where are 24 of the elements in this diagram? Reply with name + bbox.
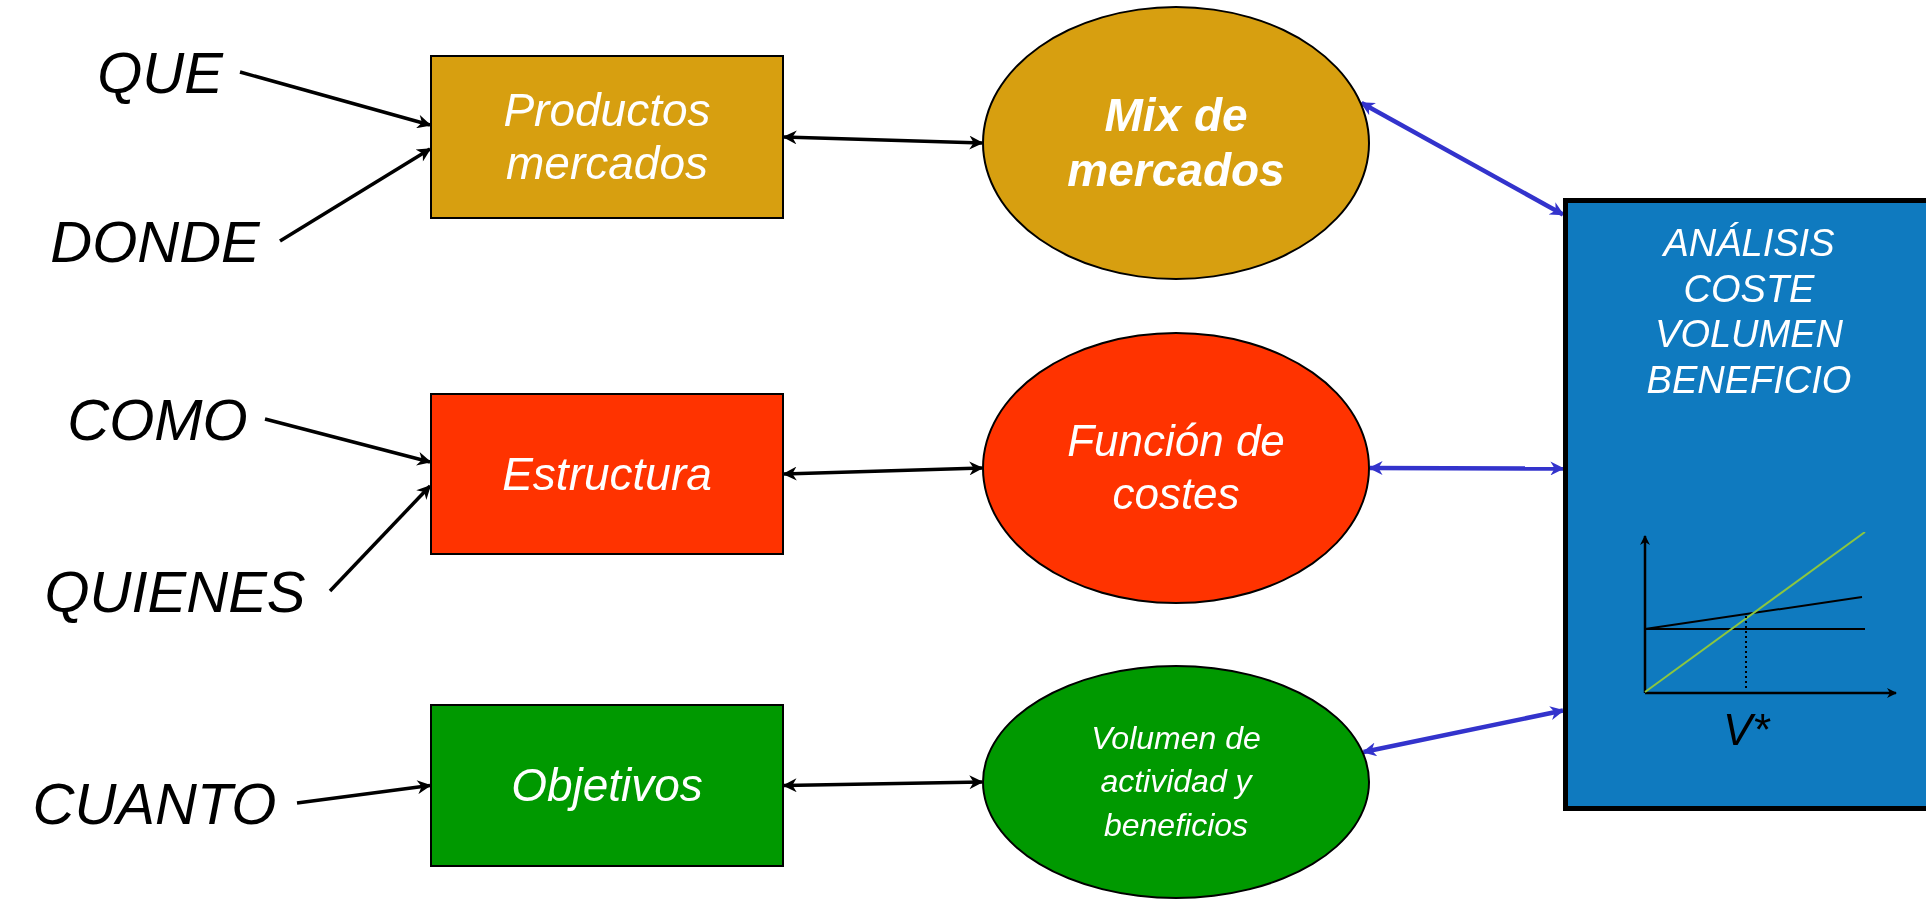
- arrow: [279, 147, 432, 243]
- arrow: [239, 70, 432, 129]
- node-text: Estructura: [501, 446, 713, 502]
- question-text: COMO: [66, 385, 249, 454]
- arrow: [1368, 461, 1565, 476]
- question-text: QUE: [96, 38, 225, 107]
- process-box: [430, 55, 784, 219]
- analysis-panel: [1563, 198, 1926, 811]
- question-text: QUIENES: [43, 557, 307, 626]
- arrow: [264, 417, 432, 466]
- arrow: [296, 780, 432, 805]
- question-text: DONDE: [49, 207, 261, 276]
- node-text: ANÁLISIS COSTE VOLUMEN BENEFICIO: [1645, 221, 1853, 403]
- node-text: Objetivos: [510, 758, 704, 813]
- node-text: Volumen de actividad y beneficios: [1090, 719, 1262, 845]
- node-text: Mix de mercados: [1066, 87, 1286, 198]
- question-text: CUANTO: [31, 769, 278, 838]
- process-box: [430, 704, 784, 867]
- process-box: [430, 393, 784, 555]
- node-text: Productos mercados: [502, 84, 712, 190]
- node-text: Función de costes: [1066, 415, 1286, 520]
- axis-label: V*: [1723, 708, 1770, 752]
- arrow: [1360, 101, 1565, 217]
- arrow: [328, 484, 432, 593]
